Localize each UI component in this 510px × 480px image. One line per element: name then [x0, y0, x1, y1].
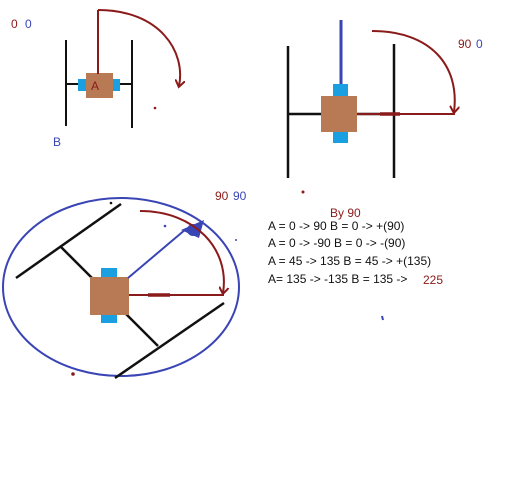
- diagram-3-a-value: 90: [215, 189, 229, 203]
- equation-line-4: A= 135 -> -135 B = 135 ->: [268, 272, 408, 286]
- equation-line-1: A = 0 -> 90 B = 0 -> +(90): [268, 219, 405, 233]
- side-b-label: B: [53, 135, 62, 149]
- equation-line-3: A = 45 -> 135 B = 45 -> +(135): [268, 254, 432, 268]
- diagram-3: [2, 197, 240, 380]
- rotation-arrow: [97, 9, 180, 86]
- diagram-2-caption: By 90: [330, 206, 361, 220]
- cyan-tab-right: [110, 79, 120, 91]
- cyan-tab-top: [333, 84, 348, 98]
- diagram-1-a-value: 0: [11, 17, 18, 31]
- diagram-1: [65, 9, 180, 128]
- dot: [109, 201, 113, 205]
- diagram-2-a-value: 90: [458, 37, 472, 51]
- dot: [71, 372, 75, 376]
- diagram-2: [286, 20, 455, 194]
- stray-dot: [235, 239, 237, 241]
- cyan-tab-bottom: [333, 130, 348, 143]
- pointer-b: [127, 228, 187, 279]
- block-a-label: A: [91, 79, 100, 93]
- stray-mark: [381, 315, 384, 321]
- diagram-2-b-value: 0: [476, 37, 483, 51]
- upper-rail: [15, 202, 122, 280]
- cyan-tab-left: [78, 79, 88, 91]
- equation-line-2: A = 0 -> -90 B = 0 -> -(90): [268, 236, 406, 250]
- diagram-3-b-value: 90: [233, 189, 247, 203]
- cyan-tab-bottom: [101, 312, 117, 323]
- lower-rail: [114, 301, 225, 380]
- dot: [301, 190, 305, 194]
- rotation-arrow: [139, 210, 224, 293]
- dot: [163, 224, 167, 228]
- dot: [153, 106, 157, 110]
- diagram-1-b-value: 0: [25, 17, 32, 31]
- block: [321, 96, 357, 132]
- rotation-arrow: [371, 30, 455, 112]
- rotation-ellipse: [2, 197, 240, 377]
- block-a: [86, 73, 113, 98]
- arm-upper: [59, 245, 93, 279]
- equation-result: 225: [423, 273, 444, 287]
- block: [90, 277, 129, 315]
